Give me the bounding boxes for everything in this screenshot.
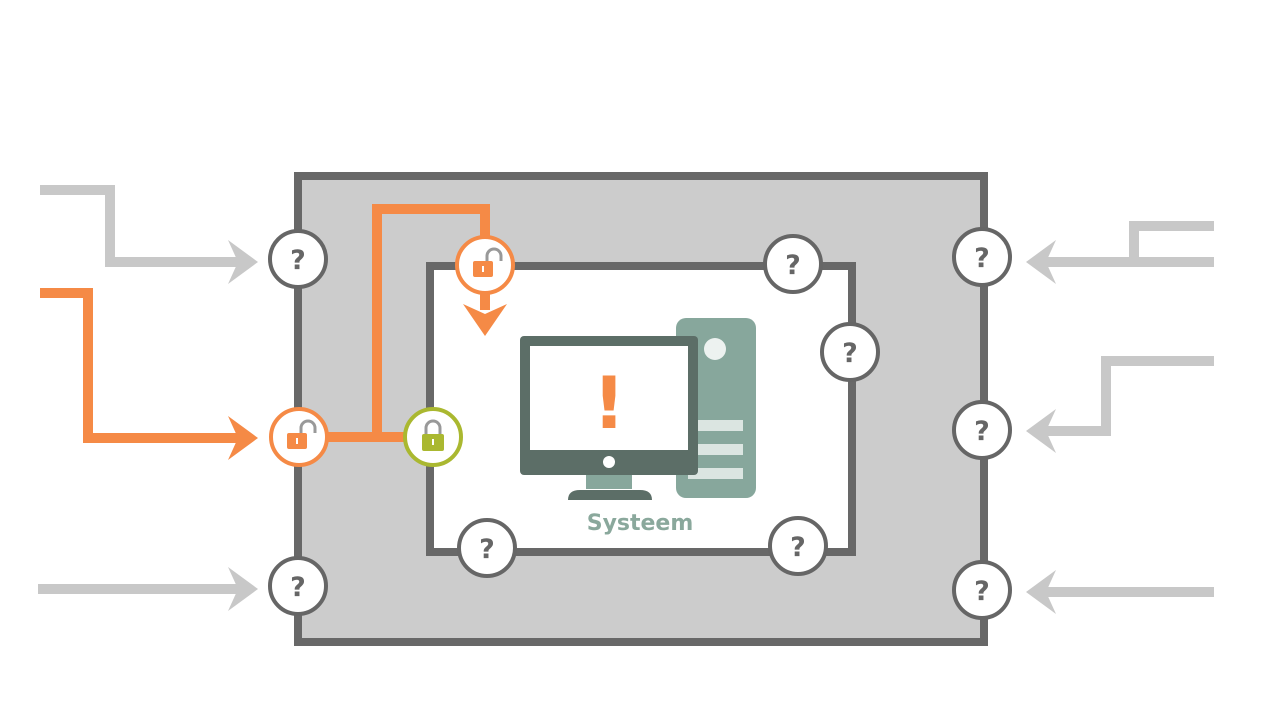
monitor-stand-base bbox=[568, 490, 652, 500]
inbound-arrow-right-bottom bbox=[1026, 570, 1214, 614]
breached-node-inner bbox=[455, 235, 515, 295]
locked-padlock-icon bbox=[422, 419, 444, 451]
question-mark-icon: ? bbox=[479, 534, 495, 565]
tower-drive-bay bbox=[688, 444, 743, 455]
inbound-arrow-right-middle bbox=[1026, 356, 1214, 453]
unknown-node: ? bbox=[820, 322, 880, 382]
unlocked-padlock-icon bbox=[287, 419, 317, 449]
unknown-node: ? bbox=[952, 560, 1012, 620]
unknown-node: ? bbox=[268, 556, 328, 616]
unknown-node: ? bbox=[457, 518, 517, 578]
breached-node-outer bbox=[269, 407, 329, 467]
question-mark-icon: ? bbox=[842, 338, 858, 369]
question-mark-icon: ? bbox=[290, 572, 306, 603]
question-mark-icon: ? bbox=[974, 243, 990, 274]
unknown-node: ? bbox=[768, 516, 828, 576]
unknown-node: ? bbox=[763, 234, 823, 294]
unknown-node: ? bbox=[952, 400, 1012, 460]
tower-power-button bbox=[704, 338, 726, 360]
secured-node bbox=[403, 407, 463, 467]
exclamation-icon: ! bbox=[593, 361, 626, 445]
monitor-stand-neck bbox=[586, 475, 632, 489]
inbound-arrow-right-top bbox=[1026, 221, 1214, 284]
question-mark-icon: ? bbox=[290, 245, 306, 276]
attack-path bbox=[40, 204, 507, 460]
question-mark-icon: ? bbox=[974, 416, 990, 447]
inbound-arrow-left-top bbox=[40, 185, 258, 284]
unknown-node: ? bbox=[952, 227, 1012, 287]
unlocked-padlock-icon bbox=[473, 247, 503, 277]
question-mark-icon: ? bbox=[790, 532, 806, 563]
monitor-power-led bbox=[603, 456, 615, 468]
system-label: Systeem bbox=[587, 511, 694, 536]
tower-drive-bay bbox=[688, 420, 743, 431]
question-mark-icon: ? bbox=[974, 576, 990, 607]
tower-drive-bay bbox=[688, 468, 743, 479]
inbound-arrow-left-bottom bbox=[38, 567, 258, 611]
monitor-screen bbox=[530, 346, 688, 450]
question-mark-icon: ? bbox=[785, 250, 801, 281]
unknown-node: ? bbox=[268, 229, 328, 289]
desktop-computer-icon: ! bbox=[520, 318, 756, 500]
